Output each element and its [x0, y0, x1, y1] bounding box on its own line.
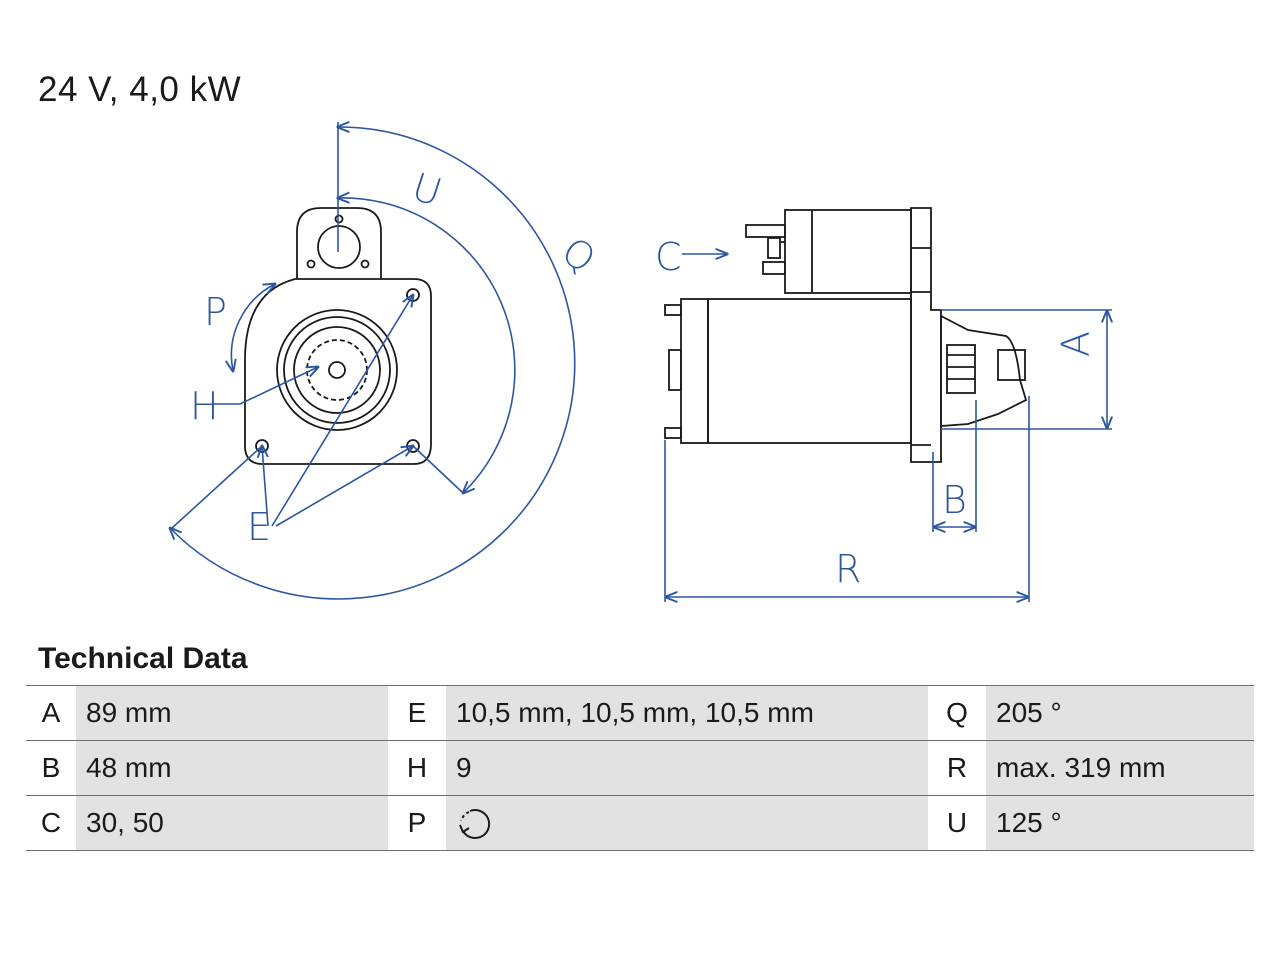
solenoid — [784, 209, 912, 294]
leader-e — [262, 446, 268, 527]
pinion-side — [946, 344, 976, 394]
spec-key: P — [388, 795, 446, 851]
commutator-cap — [680, 298, 709, 444]
spec-value: 30, 50 — [76, 795, 388, 851]
pinion-housing — [276, 309, 398, 431]
side-dimensions — [664, 254, 1112, 602]
clockwise-rotation-icon — [459, 809, 491, 840]
drive-nose — [940, 314, 1028, 427]
ear-hole — [317, 225, 361, 269]
table-row: A 89 mm E 10,5 mm, 10,5 mm, 10,5 mm Q 20… — [26, 685, 1254, 741]
technical-data-heading: Technical Data — [38, 642, 248, 675]
leader-h — [213, 367, 318, 405]
label-b: B — [942, 478, 967, 522]
table-row: C 30, 50 P U 125 ° — [26, 795, 1254, 851]
label-e: E — [247, 505, 271, 549]
label-c: C — [655, 235, 682, 279]
spec-key: E — [388, 685, 446, 741]
spec-value: 125 ° — [986, 795, 1254, 851]
label-p: P — [204, 290, 227, 334]
spec-value: 10,5 mm, 10,5 mm, 10,5 mm — [446, 685, 928, 741]
spec-key: U — [928, 795, 986, 851]
dimension-u-arc — [338, 198, 516, 493]
spec-key: R — [928, 740, 986, 796]
rotation-p-arc — [231, 284, 275, 371]
spec-key: Q — [928, 685, 986, 741]
label-u: U — [407, 164, 447, 214]
leader-e — [271, 295, 413, 527]
label-a: A — [1054, 331, 1098, 357]
table-row: B 48 mm H 9 R max. 319 mm — [26, 740, 1254, 796]
technical-data-table: A 89 mm E 10,5 mm, 10,5 mm, 10,5 mm Q 20… — [26, 685, 1254, 851]
label-q: Q — [554, 229, 604, 282]
side-view — [664, 207, 1028, 463]
spec-key: A — [26, 685, 76, 741]
pinion-shaft — [328, 361, 346, 379]
starter-technical-drawing: U Q P H E — [0, 0, 1280, 640]
spec-value: 48 mm — [76, 740, 388, 796]
dimension-q-arc — [170, 127, 576, 600]
spec-value: 9 — [446, 740, 928, 796]
leader-e — [275, 446, 413, 527]
drive-end-bracket — [910, 207, 942, 463]
spec-value: max. 319 mm — [986, 740, 1254, 796]
spec-value-rotation — [446, 795, 928, 851]
spec-key: C — [26, 795, 76, 851]
motor-body — [707, 298, 912, 444]
label-r: R — [835, 547, 861, 591]
pinion-gear — [306, 339, 368, 401]
spec-key: B — [26, 740, 76, 796]
spec-key: H — [388, 740, 446, 796]
label-h: H — [190, 384, 219, 428]
front-dimensions — [170, 122, 576, 600]
flange-body — [244, 278, 432, 465]
spec-value: 89 mm — [76, 685, 388, 741]
spec-value: 205 ° — [986, 685, 1254, 741]
product-title: 24 V, 4,0 kW — [38, 70, 242, 109]
